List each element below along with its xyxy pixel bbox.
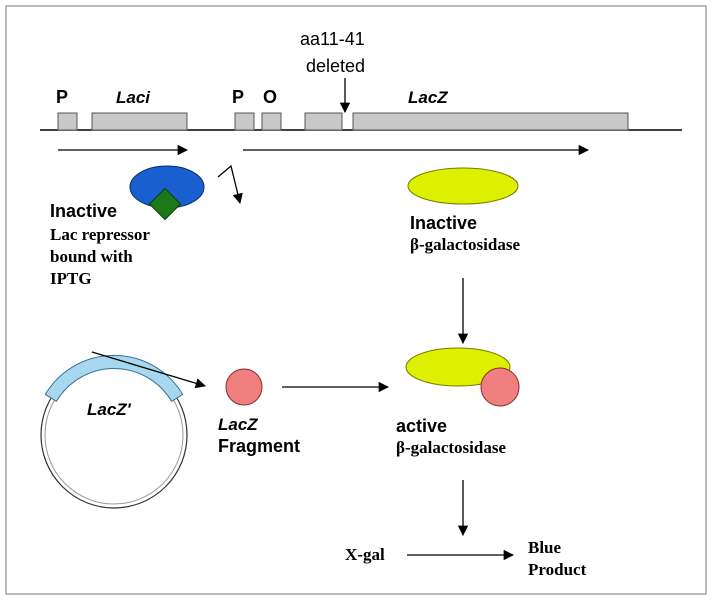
product-label-line2: Product [528, 560, 587, 579]
bound-fragment-shape [480, 367, 520, 407]
lacz-fragment-shape [225, 368, 263, 406]
promoter1-box [57, 112, 78, 131]
deletion-label-line1: aa11-41 [300, 29, 365, 49]
lacz-prime-insert [44, 354, 184, 402]
lacz-fragment: LacZ Fragment [218, 368, 390, 456]
inactive-repressor: Inactive Lac repressor bound with IPTG [50, 164, 243, 288]
repressor-desc-line1: Lac repressor [50, 225, 150, 244]
laci-label: Laci [116, 88, 151, 107]
product-label-line1: Blue [528, 538, 562, 557]
repressor-state-label: Inactive [50, 201, 117, 221]
lacz-label: LacZ [408, 88, 448, 107]
repressor-release-arrow [217, 164, 243, 205]
active-enzyme-state: active [396, 416, 447, 436]
operator-box [261, 112, 282, 131]
lacz-prime-label: LacZ' [87, 400, 132, 419]
inactive-beta-gal-shape [407, 167, 519, 205]
plasmid: LacZ' [40, 351, 206, 509]
active-enzyme: active β-galactosidase [396, 347, 520, 537]
genome-map: P Laci P O LacZ aa11-41 deleted [40, 29, 682, 156]
inactive-enzyme-state: Inactive [410, 213, 477, 233]
iptg-shape [148, 187, 182, 221]
promoter1-label: P [56, 87, 68, 107]
substrate-label: X-gal [345, 545, 385, 564]
deletion-label-line2: deleted [306, 56, 365, 76]
inactive-enzyme: Inactive β-galactosidase [407, 167, 520, 345]
lacz-gene-box [352, 112, 629, 131]
repressor-desc-line2: bound with [50, 247, 133, 266]
promoter2-label: P [232, 87, 244, 107]
repressor-desc-line3: IPTG [50, 269, 92, 288]
fragment-name-line1: LacZ [218, 415, 258, 434]
inactive-enzyme-name: β-galactosidase [410, 235, 520, 254]
figure-border [5, 5, 707, 595]
operator-label: O [263, 87, 277, 107]
fragment-name-line2: Fragment [218, 436, 300, 456]
deleted-region-box [304, 112, 343, 131]
laci-gene-box [91, 112, 188, 131]
active-enzyme-name: β-galactosidase [396, 438, 506, 457]
promoter2-box [234, 112, 255, 131]
xgal-reaction: X-gal Blue Product [345, 538, 587, 579]
plasmid-expression-arrow [91, 351, 206, 389]
